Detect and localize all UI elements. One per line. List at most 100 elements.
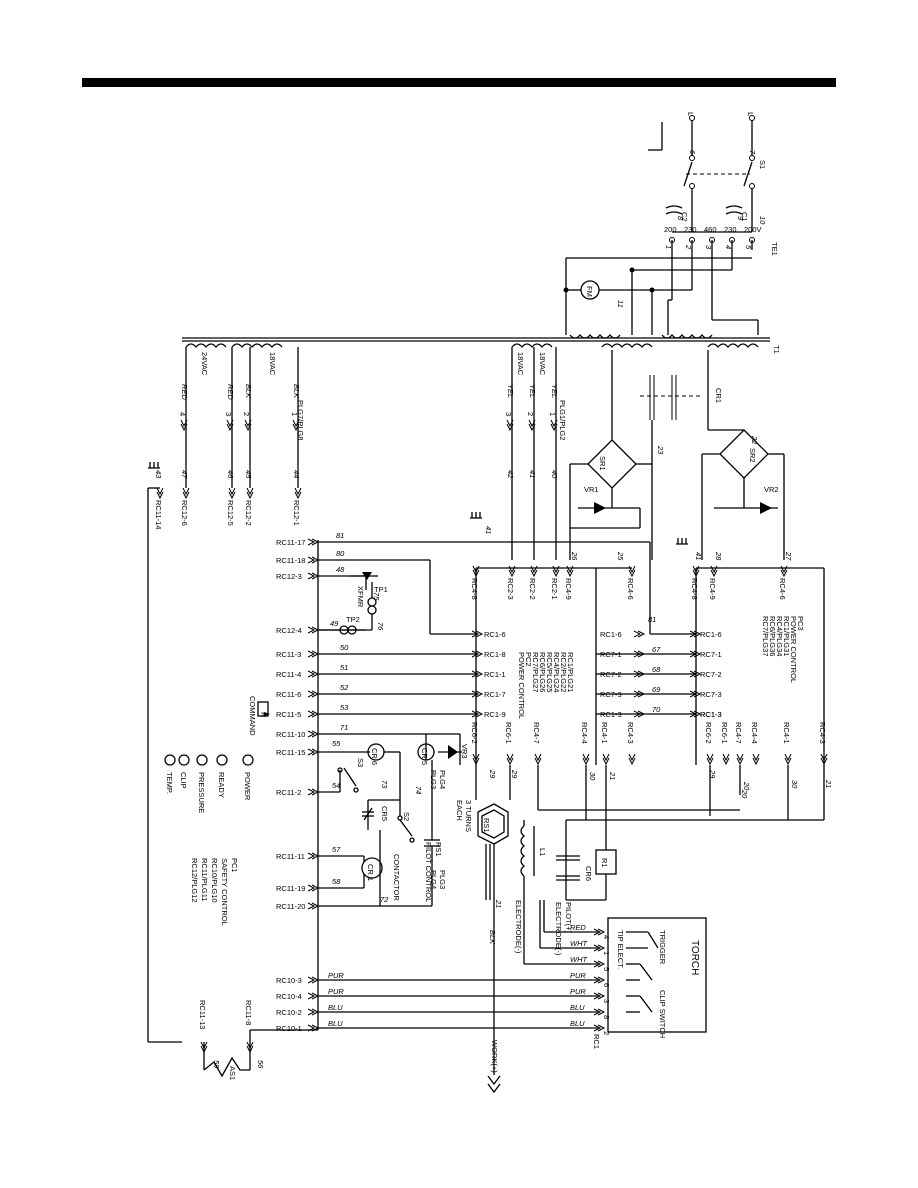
wire-number: 56 <box>256 1060 265 1069</box>
wire-number: 76 <box>376 622 385 631</box>
connector-label: RC1-3 <box>600 710 622 719</box>
plug-label: PLG7/PLG8 <box>296 400 305 440</box>
wire-number: 29 <box>510 769 519 779</box>
connector-arrow <box>228 487 236 500</box>
component-label: SR2 <box>748 448 757 463</box>
connector-label: RC12-5 <box>226 500 235 526</box>
connector-label: RC4-9 <box>708 578 717 600</box>
torch-pin: 8 <box>602 1015 611 1019</box>
wire-number: 30 <box>588 772 597 781</box>
line-label: L <box>686 112 695 116</box>
connector-label: RC4-4 <box>750 722 759 744</box>
connector-label: RC11-20 <box>276 902 305 911</box>
board-label: RC12/PLG12 <box>190 858 199 903</box>
connector-label: RC1-9 <box>484 710 506 719</box>
connector-label: RC6-2 <box>470 722 479 744</box>
connector-arrow <box>307 690 320 698</box>
wire-number: 51 <box>340 663 348 672</box>
wire-number: 22 <box>750 435 759 445</box>
board-label: SAFETY CONTROL <box>220 858 229 926</box>
board-label: PC3 <box>796 616 805 631</box>
wire-number: 55 <box>332 739 341 748</box>
board-label: POWER CONTROL <box>517 652 526 719</box>
connector-arrow <box>784 753 792 766</box>
connector-arrow <box>633 710 646 718</box>
pin-label: 2 <box>526 412 535 416</box>
wire-number: 23 <box>656 445 665 455</box>
component-label: COMMAND <box>248 696 257 736</box>
indicator-lamp-icon <box>178 754 190 766</box>
pin-label: 1 <box>548 412 557 416</box>
connector-arrow <box>307 626 320 634</box>
wire-color: RED <box>570 923 586 932</box>
pin-arrow <box>226 419 234 432</box>
wire-color: BLU <box>328 1003 343 1012</box>
connector-arrow <box>307 992 320 1000</box>
wire-number: 4 <box>724 245 733 249</box>
wire-color: BLK <box>292 384 301 399</box>
component-label: TP2 <box>346 615 360 624</box>
connector-arrow <box>307 884 320 892</box>
pin-arrow <box>292 419 300 432</box>
connector-label: RC11-15 <box>276 748 305 757</box>
component-label: S3 <box>356 758 365 767</box>
torch-connector: RC1 <box>592 1034 601 1049</box>
connector-arrow <box>307 1024 320 1032</box>
pin-label: 1 <box>290 412 299 416</box>
connector-arrow <box>156 487 164 500</box>
board-label: RC2/PLG22 <box>559 652 568 692</box>
connector-label: RC1-1 <box>484 670 506 679</box>
wire-number: 69 <box>652 685 661 694</box>
torch-pin: 1 <box>602 951 611 955</box>
wire-number: 44 <box>292 470 301 478</box>
torch-title: TORCH <box>689 940 700 975</box>
torch-lead: PILOT(+) <box>564 902 573 934</box>
connector-arrow <box>307 538 320 546</box>
connector-label: RC4-8 <box>470 578 479 600</box>
connector-label: RC1-8 <box>484 650 506 659</box>
component-label: PILOT CONTROL <box>424 842 433 902</box>
plug-label: PLG3 <box>429 770 438 789</box>
pin-arrow <box>506 419 514 432</box>
wire-color: PUR <box>328 971 344 980</box>
board-label: RC7/PLG37 <box>761 616 770 656</box>
board-label: RC5/PLG25 <box>545 652 554 692</box>
wire-color: BLU <box>570 1003 585 1012</box>
wire-color: RED <box>226 384 235 400</box>
voltage-tap: 200V <box>744 225 762 234</box>
connector-label: RC10-1 <box>276 1024 302 1033</box>
connector-label: RC7-1 <box>600 650 622 659</box>
wire-number: 52 <box>340 683 349 692</box>
wire-number: 30 <box>790 780 799 789</box>
wire-color: YEL <box>506 384 515 398</box>
tap-label: 18VAC <box>516 352 525 376</box>
wire-number: 54 <box>332 781 340 790</box>
voltage-tap: 200 <box>664 225 677 234</box>
board-label: RC7/PLG27 <box>531 652 540 692</box>
connector-label: RC4-4 <box>580 722 589 744</box>
pin-arrow <box>180 419 188 432</box>
plug-label: PLG1/PLG2 <box>558 400 567 440</box>
wire-number: 50 <box>340 643 349 652</box>
connector-arrow <box>471 710 484 718</box>
connector-arrow <box>472 565 480 578</box>
connector-arrow <box>780 565 788 578</box>
connector-arrow <box>582 753 590 766</box>
connector-label: RC1-3 <box>700 710 722 719</box>
connector-arrow <box>530 565 538 578</box>
connector-arrow <box>307 788 320 796</box>
capacitor-label: C2 <box>680 212 689 222</box>
connector-arrow <box>472 753 480 766</box>
connector-arrow <box>633 650 646 658</box>
connector-arrow <box>307 902 320 910</box>
wire-number: 72 <box>380 895 389 904</box>
connector-label: RC4-1 <box>600 722 609 744</box>
wire-number: 3 <box>704 245 713 250</box>
wire-number: 49 <box>330 619 339 628</box>
torch-part: TRIGGER <box>658 930 667 965</box>
connector-arrow <box>246 1041 254 1054</box>
connector-arrow <box>534 753 542 766</box>
wire-number: 46 <box>226 470 235 479</box>
